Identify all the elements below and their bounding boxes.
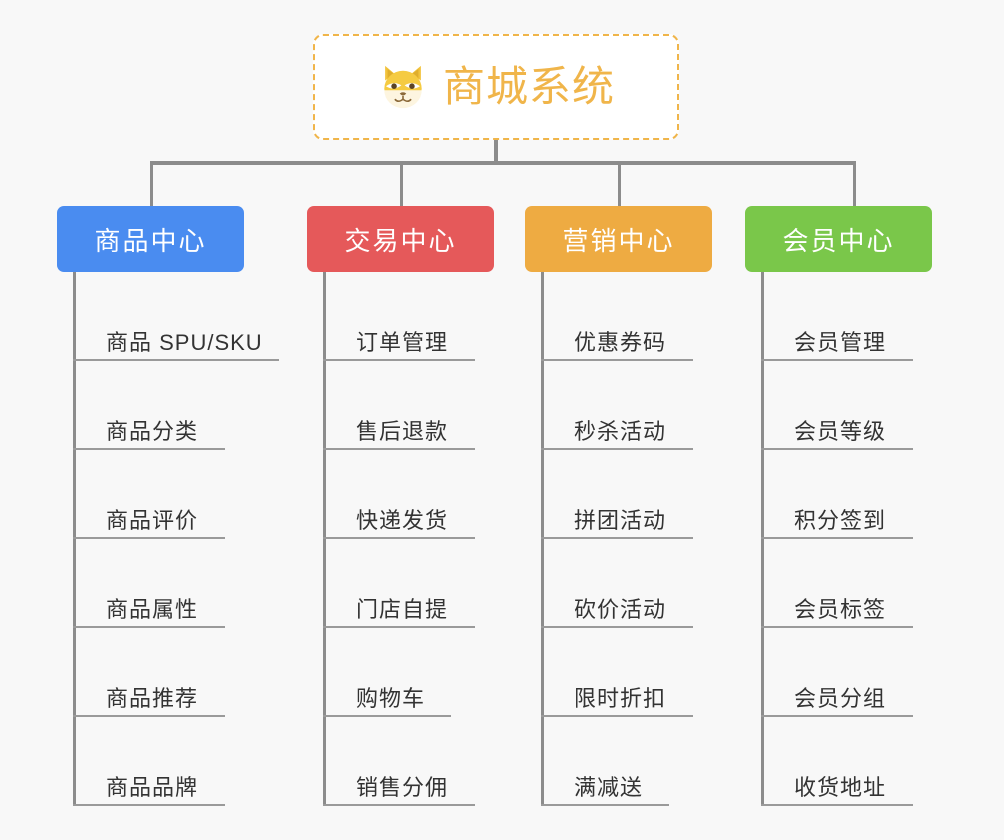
leaf-label: 会员标签 bbox=[794, 596, 887, 622]
leaf-label: 商品分类 bbox=[106, 418, 199, 444]
leaf-rule bbox=[323, 448, 475, 450]
leaf-label: 商品属性 bbox=[106, 596, 199, 622]
leaf-rule bbox=[541, 537, 693, 539]
branch-header-label: 交易中心 bbox=[344, 225, 457, 256]
leaf-rule bbox=[541, 626, 693, 628]
leaf-label: 秒杀活动 bbox=[574, 418, 667, 444]
leaf-label: 商品评价 bbox=[106, 507, 199, 533]
leaf-label: 购物车 bbox=[356, 685, 426, 711]
branch-spine-4 bbox=[761, 272, 764, 806]
leaf-label: 快递发货 bbox=[356, 507, 449, 533]
leaf-label: 拼团活动 bbox=[574, 507, 667, 533]
branch-spine-1 bbox=[73, 272, 76, 806]
leaf-rule bbox=[541, 448, 693, 450]
leaf-label: 售后退款 bbox=[356, 418, 449, 444]
leaf-rule bbox=[761, 537, 913, 539]
connector-drop-4 bbox=[853, 161, 856, 207]
leaf-label: 积分签到 bbox=[794, 507, 887, 533]
connector-drop-2 bbox=[400, 161, 403, 207]
leaf-label: 收货地址 bbox=[794, 774, 887, 800]
leaf-rule bbox=[73, 715, 225, 717]
branch-header-1[interactable]: 商品中心 bbox=[57, 206, 244, 272]
shiba-inu-dog-face-icon bbox=[384, 65, 422, 109]
leaf-rule bbox=[323, 715, 451, 717]
leaf-rule bbox=[73, 359, 279, 361]
branch-spine-3 bbox=[541, 272, 544, 806]
branch-header-label: 会员中心 bbox=[782, 225, 895, 256]
leaf-label: 销售分佣 bbox=[356, 774, 449, 800]
leaf-rule bbox=[541, 359, 693, 361]
leaf-rule bbox=[323, 626, 475, 628]
branch-header-label: 商品中心 bbox=[94, 225, 207, 256]
branch-spine-2 bbox=[323, 272, 326, 806]
branch-header-2[interactable]: 交易中心 bbox=[307, 206, 494, 272]
leaf-rule bbox=[541, 715, 693, 717]
leaf-rule bbox=[761, 626, 913, 628]
leaf-rule bbox=[761, 448, 913, 450]
leaf-rule bbox=[73, 448, 225, 450]
leaf-label: 订单管理 bbox=[356, 329, 449, 355]
leaf-label: 砍价活动 bbox=[574, 596, 667, 622]
branch-header-4[interactable]: 会员中心 bbox=[745, 206, 932, 272]
branch-header-3[interactable]: 营销中心 bbox=[525, 206, 712, 272]
leaf-label: 商品品牌 bbox=[106, 774, 199, 800]
root-node[interactable]: 商城系统 bbox=[313, 34, 679, 140]
leaf-label: 优惠券码 bbox=[574, 329, 667, 355]
leaf-label: 满减送 bbox=[574, 774, 644, 800]
leaf-label: 会员管理 bbox=[794, 329, 887, 355]
leaf-rule bbox=[323, 537, 475, 539]
leaf-rule bbox=[761, 715, 913, 717]
leaf-rule bbox=[73, 804, 225, 806]
connector-drop-1 bbox=[150, 161, 153, 207]
leaf-rule bbox=[73, 626, 225, 628]
connector-drop-3 bbox=[618, 161, 621, 207]
leaf-label: 门店自提 bbox=[356, 596, 449, 622]
leaf-label: 商品 SPU/SKU bbox=[106, 329, 263, 355]
leaf-label: 限时折扣 bbox=[574, 685, 667, 711]
leaf-rule bbox=[73, 537, 225, 539]
connector-horizontal-bus bbox=[150, 161, 856, 165]
root-title: 商城系统 bbox=[442, 63, 615, 110]
leaf-rule bbox=[323, 804, 475, 806]
leaf-rule bbox=[323, 359, 475, 361]
leaf-rule bbox=[761, 804, 913, 806]
leaf-rule bbox=[541, 804, 669, 806]
leaf-label: 会员分组 bbox=[794, 685, 887, 711]
leaf-label: 商品推荐 bbox=[106, 685, 199, 711]
leaf-label: 会员等级 bbox=[794, 418, 887, 444]
leaf-rule bbox=[761, 359, 913, 361]
connector-root-stem bbox=[494, 140, 498, 164]
branch-header-label: 营销中心 bbox=[562, 225, 675, 256]
